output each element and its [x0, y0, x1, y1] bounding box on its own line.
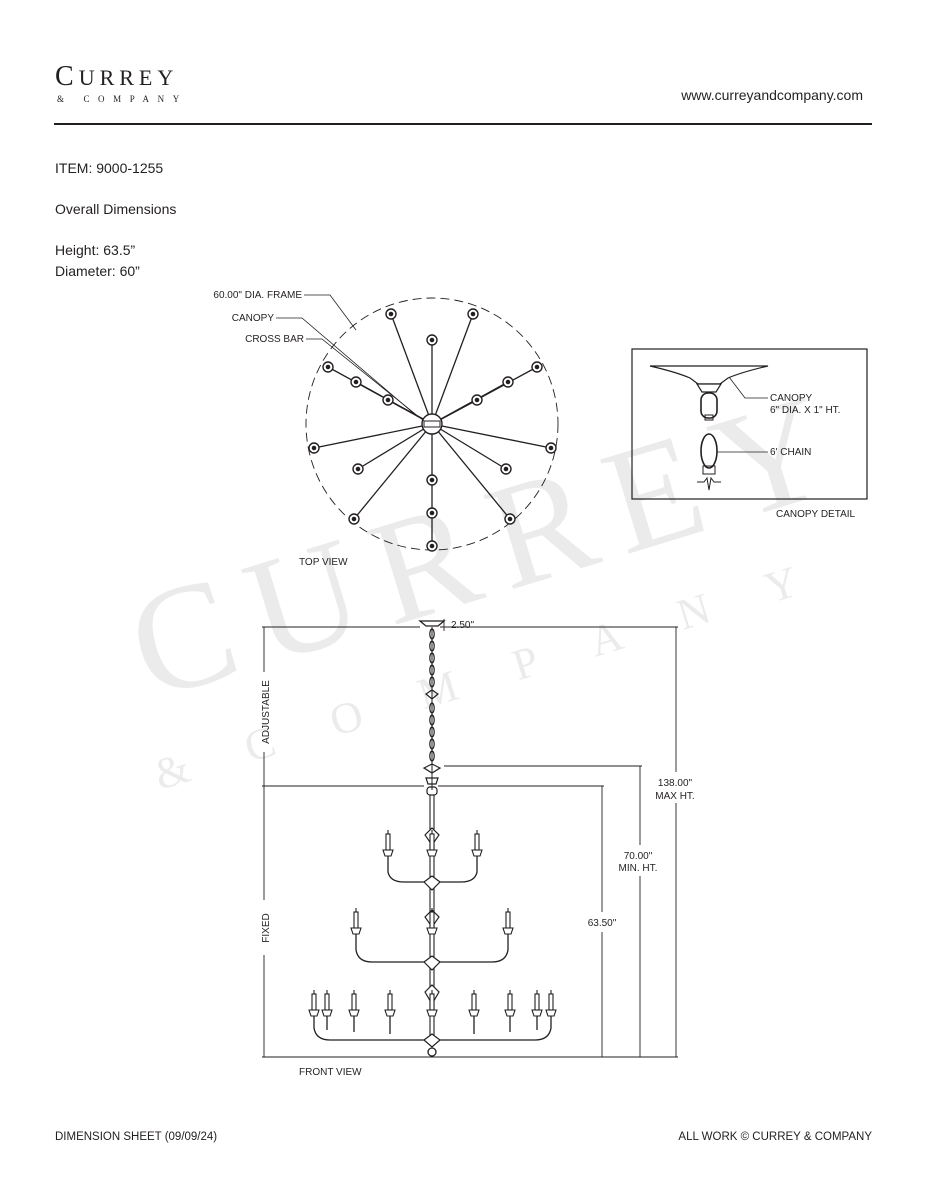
canopy-detail-canopy: [649, 365, 769, 385]
caption-canopy-detail: CANOPY DETAIL: [776, 509, 856, 520]
caption-top-view: TOP VIEW: [299, 557, 348, 568]
label-frame: 60.00" DIA. FRAME: [213, 290, 302, 301]
front-view-chain: [429, 628, 435, 762]
front-view-canopy: [418, 620, 446, 627]
dim-canopy: 2.50": [451, 620, 474, 631]
candle: [502, 908, 514, 935]
canopy-detail-frame: [631, 348, 868, 500]
brand-logo-initial: C: [55, 61, 79, 92]
label-chain: 6' CHAIN: [770, 447, 811, 458]
candle: [426, 908, 438, 935]
brand-logo: CURREY: [55, 63, 178, 91]
dim-max-value: 138.00": [658, 778, 693, 789]
label-crossbar: CROSS BAR: [245, 334, 304, 345]
candle: [426, 830, 438, 857]
caption-front-view: FRONT VIEW: [299, 1067, 362, 1078]
top-view: [276, 294, 559, 552]
candle: [348, 990, 360, 1017]
diameter-spec: Diameter: 60”: [55, 263, 140, 279]
candle: [350, 908, 362, 935]
candle: [321, 990, 333, 1017]
footer-right: ALL WORK © CURREY & COMPANY: [678, 1131, 872, 1143]
height-spec: Height: 63.5”: [55, 242, 136, 258]
front-view-tier-2: [355, 934, 509, 963]
website-url[interactable]: www.curreyandcompany.com: [681, 87, 863, 103]
canopy-detail-chain: [700, 433, 718, 469]
dim-min-label: MIN. HT.: [619, 863, 658, 874]
candle: [384, 990, 396, 1017]
candle: [468, 990, 480, 1017]
top-view-leaders: [276, 294, 425, 422]
front-view-candles: [308, 830, 557, 1017]
candle: [531, 990, 543, 1017]
dim-max-label: MAX HT.: [655, 791, 694, 802]
header-rule: [54, 123, 872, 125]
label-adjustable: ADJUSTABLE: [261, 680, 272, 744]
label-fixed: FIXED: [261, 913, 272, 942]
candle: [382, 830, 394, 857]
front-view-tier-3: [313, 1016, 552, 1041]
footer-left: DIMENSION SHEET (09/09/24): [55, 1131, 218, 1143]
candle: [504, 990, 516, 1017]
item-number: ITEM: 9000-1255: [55, 160, 164, 176]
dim-fixed: 63.50": [588, 918, 617, 929]
top-view-crossbar: [423, 420, 441, 428]
brand-logo-rest: URREY: [78, 65, 179, 90]
label-canopy-detail: CANOPY: [770, 393, 813, 404]
brand-logo-sub: & Company: [57, 94, 188, 104]
label-canopy: CANOPY: [232, 313, 275, 324]
dim-min-value: 70.00": [624, 851, 653, 862]
candle: [426, 990, 438, 1017]
front-view-tier-1: [387, 856, 478, 883]
candle: [471, 830, 483, 857]
candle: [545, 990, 557, 1017]
front-view-dimensions: [262, 619, 678, 1058]
label-canopy-size: 6" DIA. X 1" HT.: [770, 405, 840, 416]
section-title: Overall Dimensions: [55, 201, 177, 217]
canopy-detail-link-top: [700, 392, 718, 419]
canopy-detail: [631, 348, 868, 500]
candle: [308, 990, 320, 1017]
